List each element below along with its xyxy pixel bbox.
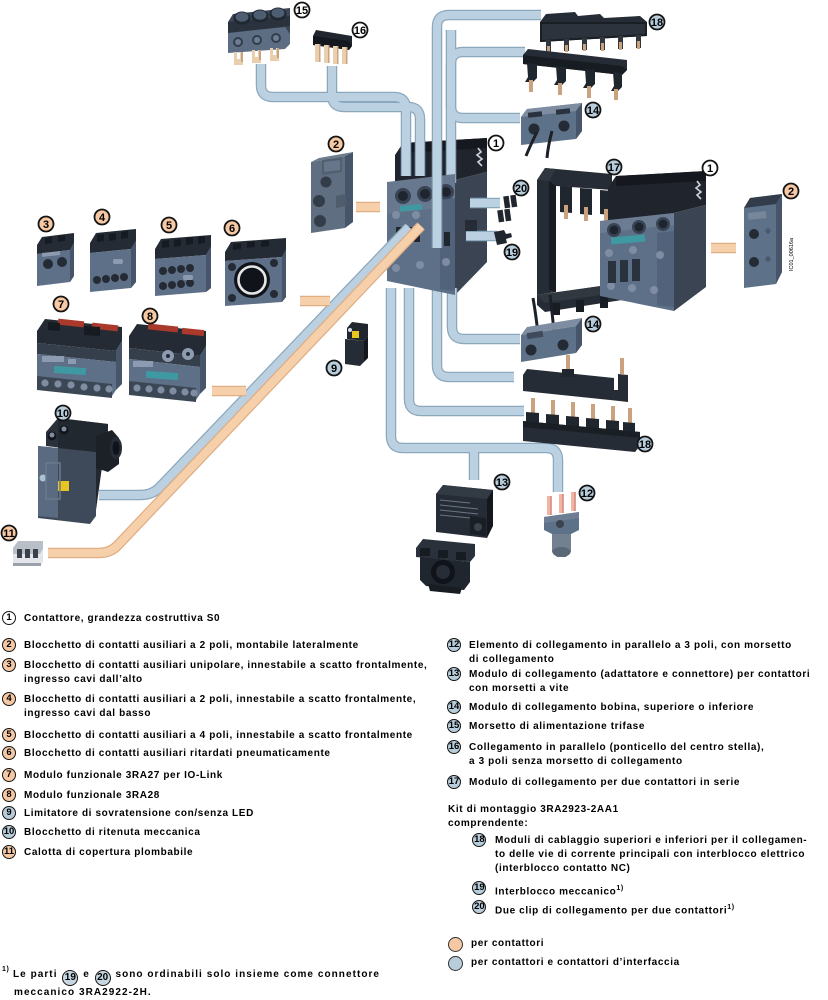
svg-text:16: 16 bbox=[354, 25, 366, 37]
svg-text:15: 15 bbox=[296, 5, 308, 17]
svg-text:2: 2 bbox=[333, 139, 339, 151]
svg-text:12: 12 bbox=[581, 488, 593, 500]
svg-text:1: 1 bbox=[707, 163, 713, 175]
svg-text:3: 3 bbox=[43, 219, 49, 231]
svg-text:14: 14 bbox=[587, 319, 600, 331]
svg-text:1: 1 bbox=[493, 138, 499, 150]
svg-text:18: 18 bbox=[639, 439, 651, 451]
svg-text:2: 2 bbox=[788, 186, 794, 198]
svg-text:8: 8 bbox=[147, 311, 153, 323]
svg-text:4: 4 bbox=[99, 212, 106, 224]
svg-text:18: 18 bbox=[651, 17, 663, 29]
svg-text:9: 9 bbox=[331, 363, 337, 375]
svg-text:5: 5 bbox=[166, 220, 172, 232]
svg-text:10: 10 bbox=[57, 408, 69, 420]
svg-text:IC01_00616a: IC01_00616a bbox=[789, 237, 795, 271]
svg-text:17: 17 bbox=[608, 162, 620, 174]
svg-text:6: 6 bbox=[229, 223, 235, 235]
svg-text:14: 14 bbox=[587, 105, 600, 117]
svg-text:13: 13 bbox=[496, 477, 508, 489]
svg-text:19: 19 bbox=[506, 247, 518, 259]
svg-text:11: 11 bbox=[3, 528, 15, 540]
svg-text:20: 20 bbox=[515, 183, 527, 195]
svg-text:7: 7 bbox=[58, 299, 64, 311]
